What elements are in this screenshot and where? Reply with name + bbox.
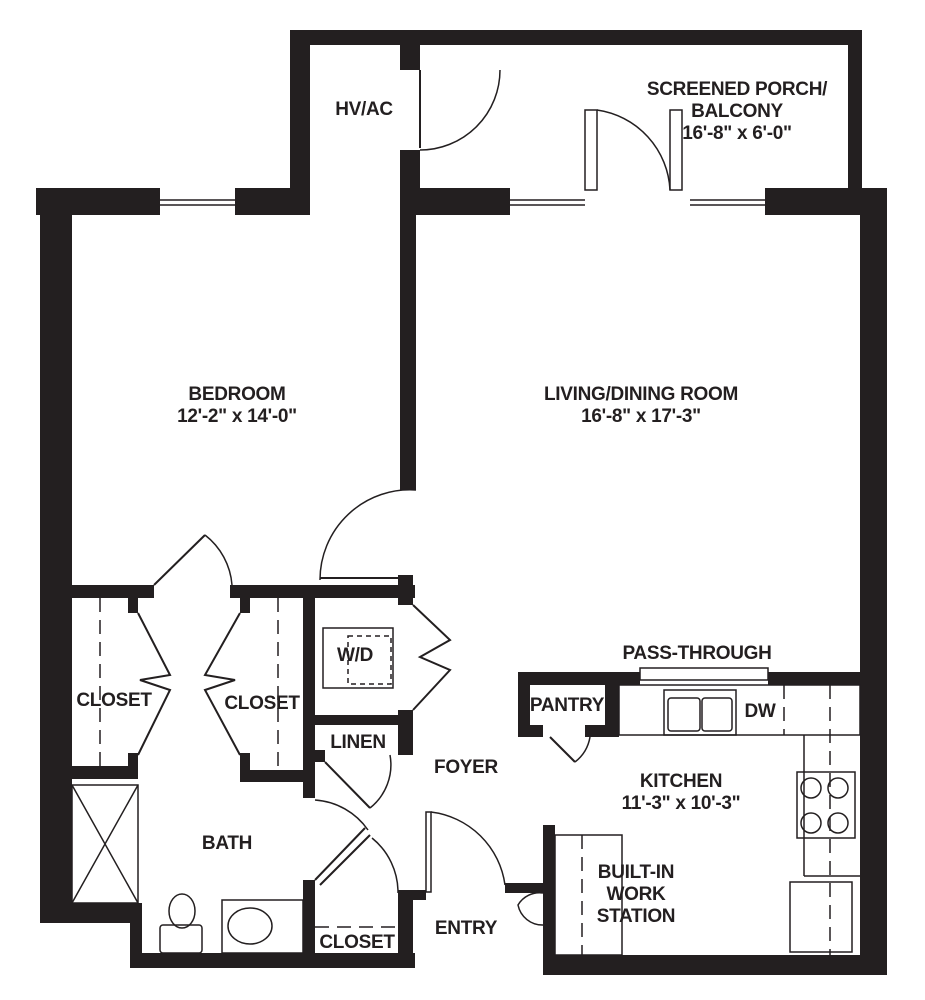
bath-label: BATH bbox=[201, 833, 253, 854]
doors bbox=[137, 69, 683, 926]
fixtures bbox=[71, 598, 861, 956]
bedroom-label: BEDROOM 12'-2" x 14'-0" bbox=[177, 384, 297, 428]
walls bbox=[36, 30, 887, 975]
workstation-name: BUILT-IN bbox=[597, 862, 675, 883]
living-name: LIVING/DINING ROOM bbox=[543, 384, 739, 405]
workstation-label: BUILT-IN WORK STATION bbox=[596, 862, 676, 928]
pass-through-label: PASS-THROUGH bbox=[622, 643, 772, 664]
workstation-name-3: STATION bbox=[596, 906, 676, 927]
porch-dims: 16'-8" x 6'-0" bbox=[682, 123, 792, 144]
kitchen-name: KITCHEN bbox=[639, 771, 723, 792]
pantry-label: PANTRY bbox=[529, 695, 605, 716]
porch-label: SCREENED PORCH/ BALCONY 16'-8" x 6'-0" bbox=[646, 79, 828, 145]
porch-name: SCREENED PORCH/ bbox=[646, 79, 828, 100]
closet-left-label: CLOSET bbox=[76, 690, 152, 711]
foyer-label: FOYER bbox=[434, 757, 498, 778]
washer-dryer-label: W/D bbox=[336, 645, 374, 666]
closet-right-label: CLOSET bbox=[224, 693, 300, 714]
entry-label: ENTRY bbox=[434, 918, 498, 939]
linen-label: LINEN bbox=[330, 732, 386, 753]
kitchen-label: KITCHEN 11'-3" x 10'-3" bbox=[622, 771, 741, 815]
living-dims: 16'-8" x 17'-3" bbox=[581, 406, 701, 427]
kitchen-dims: 11'-3" x 10'-3" bbox=[621, 793, 741, 814]
hvac-label: HV/AC bbox=[335, 99, 393, 120]
windows bbox=[160, 199, 765, 206]
porch-name-2: BALCONY bbox=[691, 101, 783, 122]
bedroom-name: BEDROOM bbox=[188, 384, 286, 405]
closet-entry-label: CLOSET bbox=[319, 932, 395, 953]
workstation-name-2: WORK bbox=[606, 884, 666, 905]
dishwasher-label: DW bbox=[744, 701, 776, 722]
living-label: LIVING/DINING ROOM 16'-8" x 17'-3" bbox=[544, 384, 738, 428]
bedroom-dims: 12'-2" x 14'-0" bbox=[177, 406, 297, 427]
